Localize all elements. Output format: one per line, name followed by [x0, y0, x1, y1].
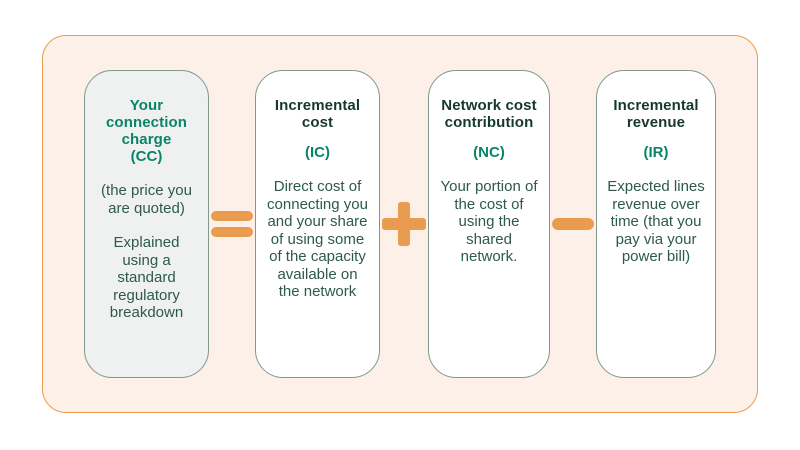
formula-panel: Your connection charge (CC) (the price y… — [42, 35, 758, 413]
card-body-paragraph: Explained using a standard regulatory br… — [109, 234, 184, 321]
card-title: Network cost contribution — [441, 97, 537, 131]
minus-bar — [552, 218, 594, 230]
card-network-cost-contribution: Network cost contribution (NC) Your port… — [428, 70, 550, 378]
plus-bar-vertical — [398, 202, 410, 246]
card-body: Your portion of the cost of using the sh… — [439, 178, 539, 266]
card-body: Direct cost of connecting you and your s… — [266, 178, 369, 301]
equals-bar-bottom — [211, 227, 253, 237]
card-body-paragraph: (the price you are quoted) — [101, 182, 192, 217]
card-title: Your connection charge — [105, 97, 187, 148]
card-abbr: (IC) — [305, 144, 330, 161]
card-body: Expected lines revenue over time (that y… — [607, 178, 705, 266]
card-body: (the price you are quoted) Explained usi… — [95, 182, 198, 322]
operator-slot — [550, 218, 596, 230]
card-incremental-revenue: Incremental revenue (IR) Expected lines … — [596, 70, 716, 378]
equals-icon — [211, 211, 253, 237]
operator-slot — [380, 202, 428, 246]
card-title: Incremental cost — [274, 97, 361, 131]
operator-slot — [209, 211, 255, 237]
minus-icon — [552, 218, 594, 230]
card-abbr: (NC) — [473, 144, 505, 161]
card-abbr: (IR) — [643, 144, 669, 161]
equals-bar-top — [211, 211, 253, 221]
card-body-paragraph: Your portion of the cost of using the sh… — [440, 178, 538, 265]
card-body-paragraph: Expected lines revenue over time (that y… — [607, 178, 705, 265]
plus-icon — [382, 202, 426, 246]
card-incremental-cost: Incremental cost (IC) Direct cost of con… — [255, 70, 380, 378]
card-abbr: (CC) — [130, 148, 163, 165]
card-connection-charge: Your connection charge (CC) (the price y… — [84, 70, 209, 378]
card-title: Incremental revenue — [613, 97, 699, 131]
card-body-paragraph: Direct cost of connecting you and your s… — [267, 178, 368, 300]
